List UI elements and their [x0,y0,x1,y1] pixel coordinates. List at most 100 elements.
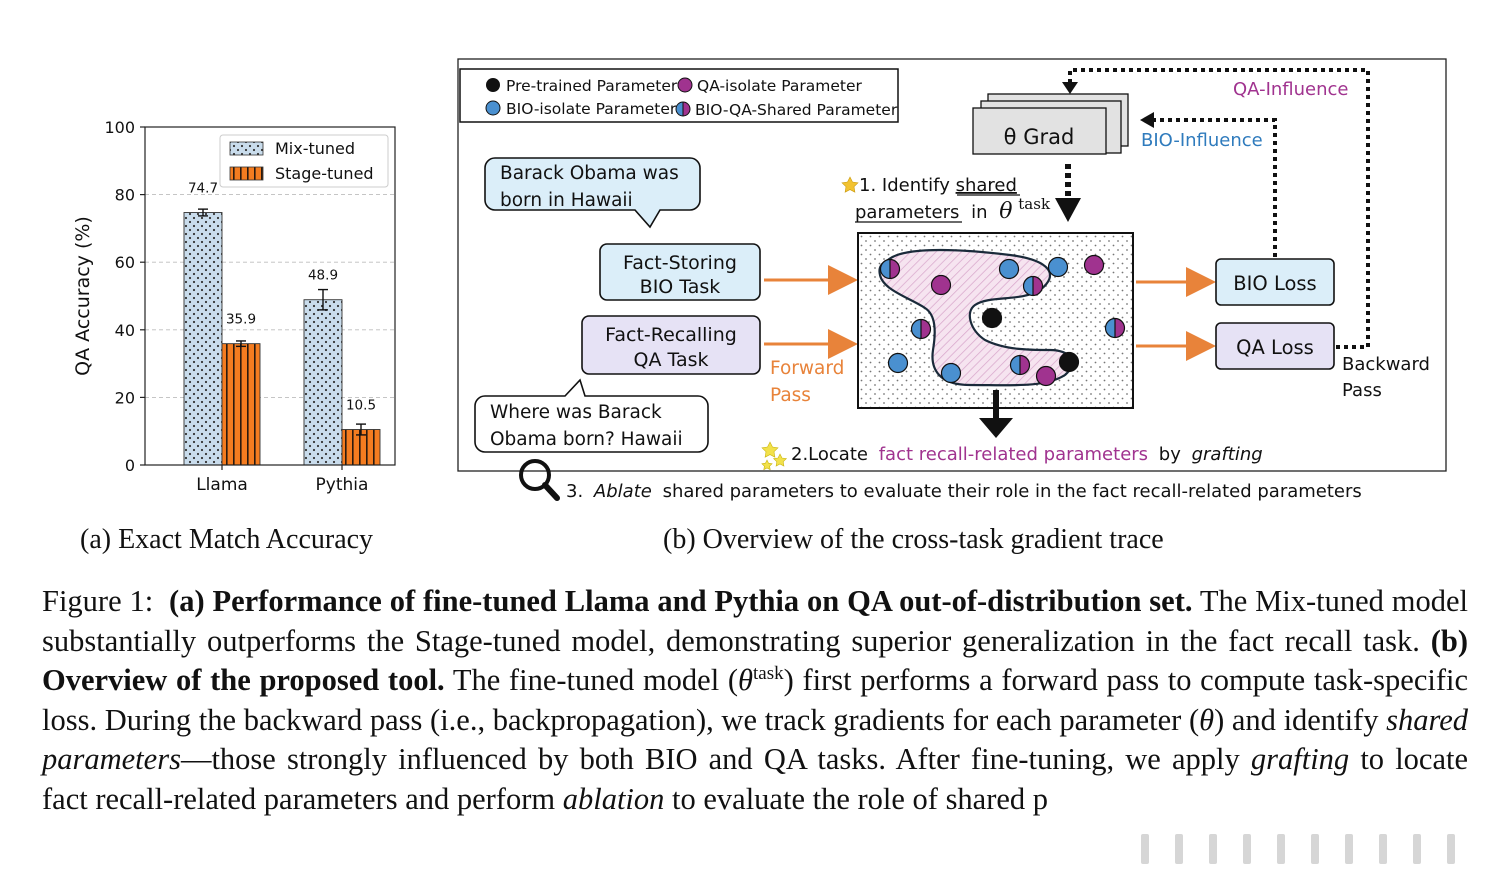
caption-a-bold: (a) Performance of fine-tuned Llama and … [169,584,1193,618]
bio-task-line2: BIO Task [640,276,721,298]
y-tick-label: 60 [115,253,135,272]
bio-influence-arrowhead [1140,112,1154,128]
caption-b-text5: to locate fact recall-related parameters… [42,742,1469,816]
legend-qa-isolate: QA-isolate Parameter [697,77,863,95]
step3-text-a: 3. [566,481,583,502]
parameter-dot [940,362,962,384]
subcaption-a: (a) Exact Match Accuracy [80,524,374,555]
qa-task-line1: Fact-Recalling [605,324,737,346]
qa-loss-label: QA Loss [1236,336,1314,359]
x-tick-label: Llama [196,475,248,495]
caption-b-text6: to evaluate the role of shared p [672,781,1049,816]
theta-grad-label: θ Grad [1004,125,1075,149]
step2-text-d: grafting [1192,444,1263,465]
gradient-trace-diagram: Pre-trained Parameter QA-isolate Paramet… [457,58,1447,502]
bio-task-box: Fact-Storing BIO Task [599,243,761,301]
parameter-dot [1104,317,1126,339]
svg-text:2.Locate fact recall-rel: 2.Locate fact recall-related parameters … [791,444,1263,465]
speech-bubble-qa: Where was Barack Obama born? Hawaii [474,378,709,453]
plot-frame [144,126,396,466]
qa-isolate-dot-icon [677,77,693,93]
step1-label: 1. Identify shared parameters in θ task [841,175,1051,224]
y-tick-label: 0 [125,456,135,475]
parameter-dot [1083,254,1105,276]
caption-b-bold: (b) Overview of the proposed tool. [42,623,1468,698]
grad-down-arrowhead [1055,198,1081,222]
bio-task-line1: Fact-Storing [623,252,737,274]
graft-arrowhead [979,418,1013,438]
qa-task-line2: QA Task [634,349,709,371]
caption-b-text1: The fine-tuned model ( [452,663,739,697]
legend-pretrained: Pre-trained Parameter [506,77,678,95]
legend: Mix-tuned Stage-tuned [219,134,389,188]
bio-loss-box: BIO Loss [1215,258,1335,306]
step3-label: 3. Ablate shared parameters to evaluate … [519,459,1362,502]
y-tick-label: 80 [115,186,135,205]
caption-shared-params: shared parameters [42,702,1469,777]
caption-b-text3: ) and identify [1214,702,1379,737]
speech-bubble-bio: Barack Obama was born in Hawaii [484,157,701,229]
legend-swatch-mix [229,141,264,156]
legend-shared: BIO-QA-Shared Parameter [695,101,898,119]
bio-loss-label: BIO Loss [1233,272,1316,295]
bubble-bio-line1: Barack Obama was [500,163,679,184]
magnifier-icon [519,459,560,501]
bar [183,212,223,466]
parameter-dot [1058,351,1080,373]
bubble-bio-line2: born in Hawaii [500,190,633,211]
step3-text-b: Ablate [593,481,652,502]
caption-task-sup: task [753,662,784,684]
caption-b-text2: ) first performs a forward pass to compu… [42,663,1468,737]
forward-pass-line2: Pass [770,385,811,406]
parameter-dot [1022,275,1044,297]
subcaption-b: (b) Overview of the cross-task gradient … [663,524,1164,555]
caption-theta: θ [738,663,754,697]
step1-task-sup: task [1018,195,1051,213]
caption-a-text: The Mix-tuned model substantially outper… [42,584,1469,658]
truncation-overlay [1128,830,1506,870]
legend-bio-isolate: BIO-isolate Parameter [506,100,677,118]
parameter-dot [1047,256,1069,278]
parameter-dot [879,258,901,280]
parameter-dots [879,254,1126,387]
qa-influence-label: QA-Influence [1233,79,1349,100]
y-tick-label: 40 [115,321,135,340]
svg-text:3. Ablate shared p: 3. Ablate shared parameters to evaluate … [566,481,1362,502]
parameter-dot [930,274,952,296]
caption-theta-2: θ [1199,702,1215,737]
caption-grafting: grafting [1250,742,1350,776]
bar [221,343,261,466]
legend-swatch-stage [229,166,264,181]
parameter-dot [1009,354,1031,376]
bubble-qa-line1: Where was Barack [490,402,662,423]
figure-caption: Figure 1: (a) Performance of fine-tuned … [42,582,1468,819]
grid-lines [145,194,395,398]
backward-pass-line1: Backward [1342,354,1430,375]
svg-text:1. Identify shared: 1. Identify shared [859,175,1017,196]
forward-pass-line1: Forward [770,358,844,379]
step2-text-b: fact recall-related parameters [879,444,1148,465]
diagram-legend: Pre-trained Parameter QA-isolate Paramet… [459,68,899,123]
qa-loss-box: QA Loss [1215,322,1335,370]
theta-grad-box: θ Grad [972,93,1129,155]
parameter-dot [887,352,909,374]
step2-label: 2.Locate fact recall-related parameters … [761,441,1263,471]
pretrained-dot-icon [486,78,500,92]
bio-influence-path [1150,118,1277,257]
star-icon [841,176,859,193]
parameter-dot [998,258,1020,280]
bio-isolate-dot-icon [485,100,501,116]
qa-task-box: Fact-Recalling QA Task [581,315,761,375]
step1-text-a: 1. Identify [859,175,950,196]
step1-theta: θ [999,199,1012,224]
qa-influence-arrowhead [1062,82,1078,94]
shared-dot-icon [675,101,691,117]
step3-text-c: shared parameters to evaluate their role… [663,481,1362,502]
parameter-dot [910,318,932,340]
bubble-qa-line2: Obama born? Hawaii [490,429,683,450]
caption-b-text4: —those strongly influenced by both BIO a… [180,742,1240,776]
legend-label-mix: Mix-tuned [275,139,355,158]
parameter-space-box [857,232,1134,409]
bar [303,299,343,466]
